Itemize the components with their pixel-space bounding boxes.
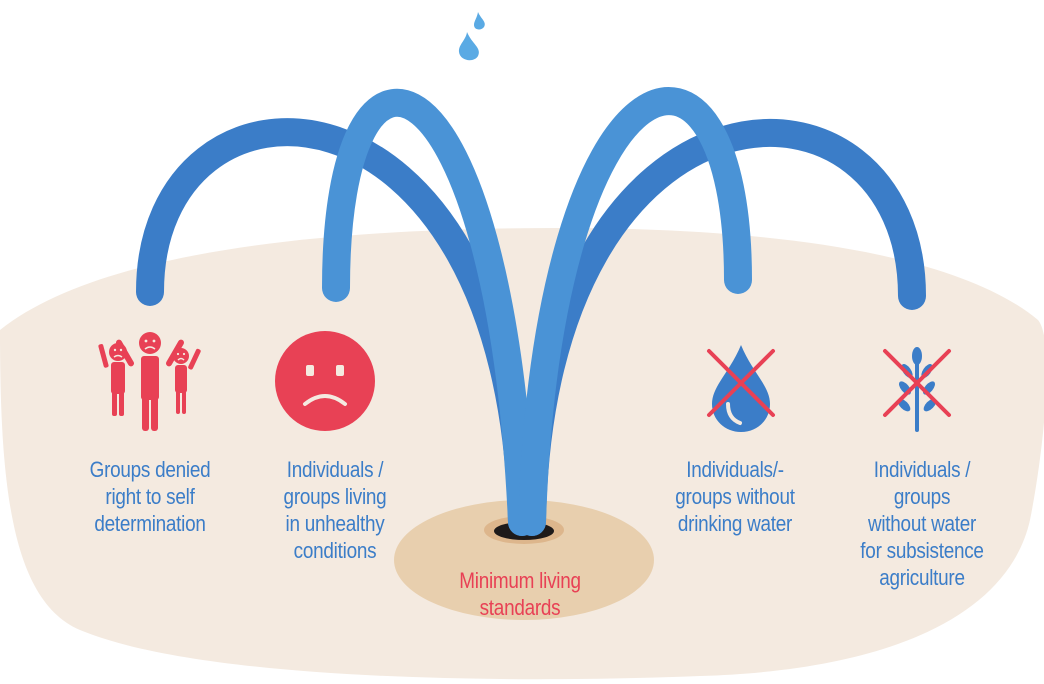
label-line: groups without [675, 484, 795, 509]
label-line: Minimum living [459, 568, 581, 593]
label-line: determination [94, 511, 206, 536]
label-line: Individuals / [286, 457, 384, 482]
label-line: for subsistence [860, 538, 984, 563]
droplet-small [474, 12, 485, 30]
fountain-arcs [136, 87, 926, 536]
arc-inner-left [322, 88, 536, 536]
label-line: without water [867, 511, 977, 536]
label-line: conditions [293, 538, 377, 563]
crossed-wheat-icon [883, 347, 951, 432]
label-line: standards [479, 595, 561, 620]
label-line: Individuals/- [686, 457, 784, 482]
sad-face-icon [275, 331, 375, 431]
label-line: right to self [105, 484, 195, 509]
people-frowning-icon [98, 332, 201, 431]
well-outer [394, 500, 654, 620]
label-line: Groups denied [89, 457, 211, 482]
crossed-water-drop-icon [707, 345, 775, 432]
label-line: Individuals / [873, 457, 971, 482]
label-line: in unhealthy [285, 511, 385, 536]
label-line: groups living [283, 484, 387, 509]
label-line: agriculture [879, 565, 965, 590]
label-line: drinking water [677, 511, 793, 536]
arc-inner-right [518, 87, 752, 536]
label-line: groups [893, 484, 951, 509]
droplet-large [458, 32, 479, 61]
